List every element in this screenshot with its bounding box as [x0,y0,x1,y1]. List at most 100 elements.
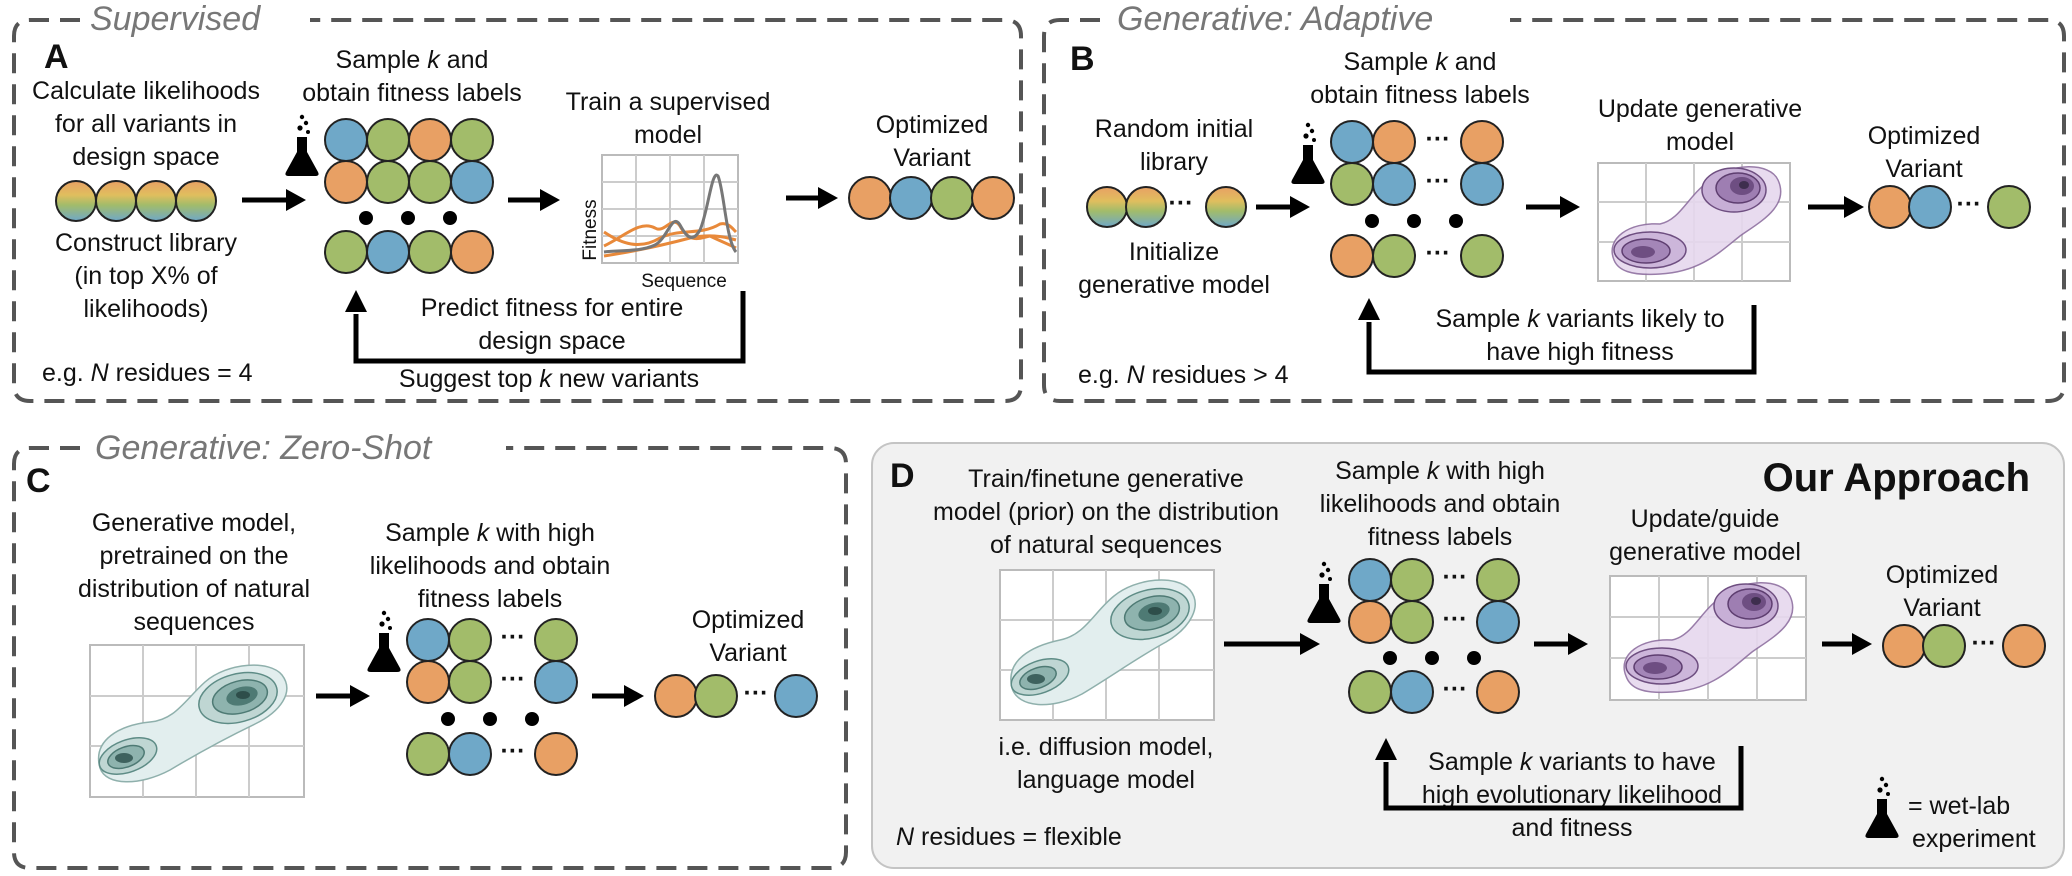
panel-b-feedback-line-1: Sample k variants likely to [1435,305,1724,333]
variant-circle [366,160,410,204]
panel-b-section-title: Generative: Adaptive [1117,0,1433,38]
library-variant-circle [55,180,97,222]
variant-circle [408,230,452,274]
variant-circle [408,118,452,162]
density-plot-icon [999,569,1215,721]
panel-a-letter: A [44,38,69,76]
plot-xlabel: Sequence [641,271,727,292]
flask-icon [367,610,401,672]
panel-a-calc-line-2: for all variants in [55,110,237,138]
variant-circle [406,660,450,704]
panel-b-init-line-2: generative model [1078,271,1270,299]
panel-d-feedback-line-3: and fitness [1512,814,1633,842]
variant-circle [1922,624,1966,668]
panel-b-sample-line-2: obtain fitness labels [1310,81,1530,109]
panel-d-feedback-line-2: high evolutionary likelihood [1422,781,1722,809]
ellipsis-dot [483,712,497,726]
variant-circle [1330,120,1374,164]
variant-circle [1987,185,2031,229]
ellipsis-dot [525,712,539,726]
variant-circle [1460,234,1504,278]
variant-circle [1330,234,1374,278]
panel-a-library-circles [55,180,217,222]
ellipsis-dot [1467,651,1481,665]
panel-c-optimized-variant: ··· [654,674,818,718]
panel-a-example: e.g. N residues = 4 [42,359,253,387]
ellipsis-dot [401,211,415,225]
legend-line-1: = wet-lab [1908,792,2010,820]
variant-circle [1372,162,1416,206]
panel-c-gen-line-4: sequences [134,608,255,636]
panel-b-initial-library: ··· [1086,186,1247,228]
panel-d-optimized-variant: ··· [1882,624,2046,668]
ellipsis: ··· [1957,190,1982,218]
panel-d-train-line-1: Train/finetune generative [968,465,1244,493]
variant-circle [324,160,368,204]
feedback-loop-arrow [1366,305,1757,375]
variant-circle [1348,670,1392,714]
variant-circle [1390,600,1434,644]
panel-a-train-line-1: Train a supervised [566,88,771,116]
variant-circle [1476,600,1520,644]
library-variant-circle [1086,186,1128,228]
ellipsis: ··· [1443,605,1468,633]
panel-b-optimized-variant: ··· [1868,185,2031,229]
panel-b-sample-line-1: Sample k and [1344,48,1497,76]
ellipsis: ··· [501,737,526,765]
ellipsis: ··· [1426,167,1451,195]
panel-a-section-title: Supervised [90,0,261,38]
panel-b-sample-grid: ··· ··· ··· [1330,120,1504,278]
variant-circle [366,118,410,162]
panel-b-update-line-2: model [1666,128,1734,156]
variant-circle [1348,600,1392,644]
library-variant-circle [135,180,177,222]
variant-circle [448,660,492,704]
variant-circle [889,176,933,220]
panel-b-feedback-line-2: have high fitness [1486,338,1674,366]
variant-circle [1476,670,1520,714]
variant-circle [324,118,368,162]
panel-b: Generative: Adaptive B Random initial li… [1042,0,2066,403]
variant-circle [408,160,452,204]
variant-circle [406,618,450,662]
panel-a-construct-line-3: likelihoods) [83,295,208,323]
variant-circle [1390,558,1434,602]
variant-circle [448,732,492,776]
variant-circle [1372,120,1416,164]
panel-a-sample-line-1: Sample k and [336,46,489,74]
library-variant-circle [95,180,137,222]
ellipsis: ··· [501,665,526,693]
panel-b-letter: B [1070,40,1095,78]
library-variant-circle [175,180,217,222]
panel-d-feedback-line-1: Sample k variants to have [1428,748,1716,776]
panel-a-calc-line-1: Calculate likelihoods [32,77,260,105]
legend-line-2: experiment [1912,825,2036,853]
ellipsis: ··· [501,623,526,651]
ellipsis: ··· [744,679,769,707]
panel-d-letter: D [890,457,915,495]
panel-a-optimized-line-2: Variant [893,144,970,172]
panel-a-sample-line-2: obtain fitness labels [302,79,522,107]
plot-ylabel: Fitness [580,199,601,260]
ellipsis-dot [1383,651,1397,665]
panel-c-gen-line-3: distribution of natural [78,575,310,603]
variant-circle [1390,670,1434,714]
panel-a-predict-line-1: Predict fitness for entire [421,294,684,322]
panel-c-gen-line-2: pretrained on the [99,542,288,570]
panel-b-border [1042,18,2066,403]
ellipsis-dot [1425,651,1439,665]
variant-circle [654,674,698,718]
variant-circle [1460,162,1504,206]
panel-b-update-line-1: Update generative [1598,95,1802,123]
panel-d-ie-line-1: i.e. diffusion model, [999,733,1214,761]
panel-c: Generative: Zero-Shot C Generative model… [12,429,848,870]
variant-circle [930,176,974,220]
panel-c-section-title: Generative: Zero-Shot [95,429,433,467]
ellipsis: ··· [1972,629,1997,657]
panel-c-optimized-line-2: Variant [709,639,786,667]
variant-circle [774,674,818,718]
flask-icon [1291,122,1325,184]
variant-circle [2002,624,2046,668]
panel-b-optimized-line-2: Variant [1885,155,1962,183]
